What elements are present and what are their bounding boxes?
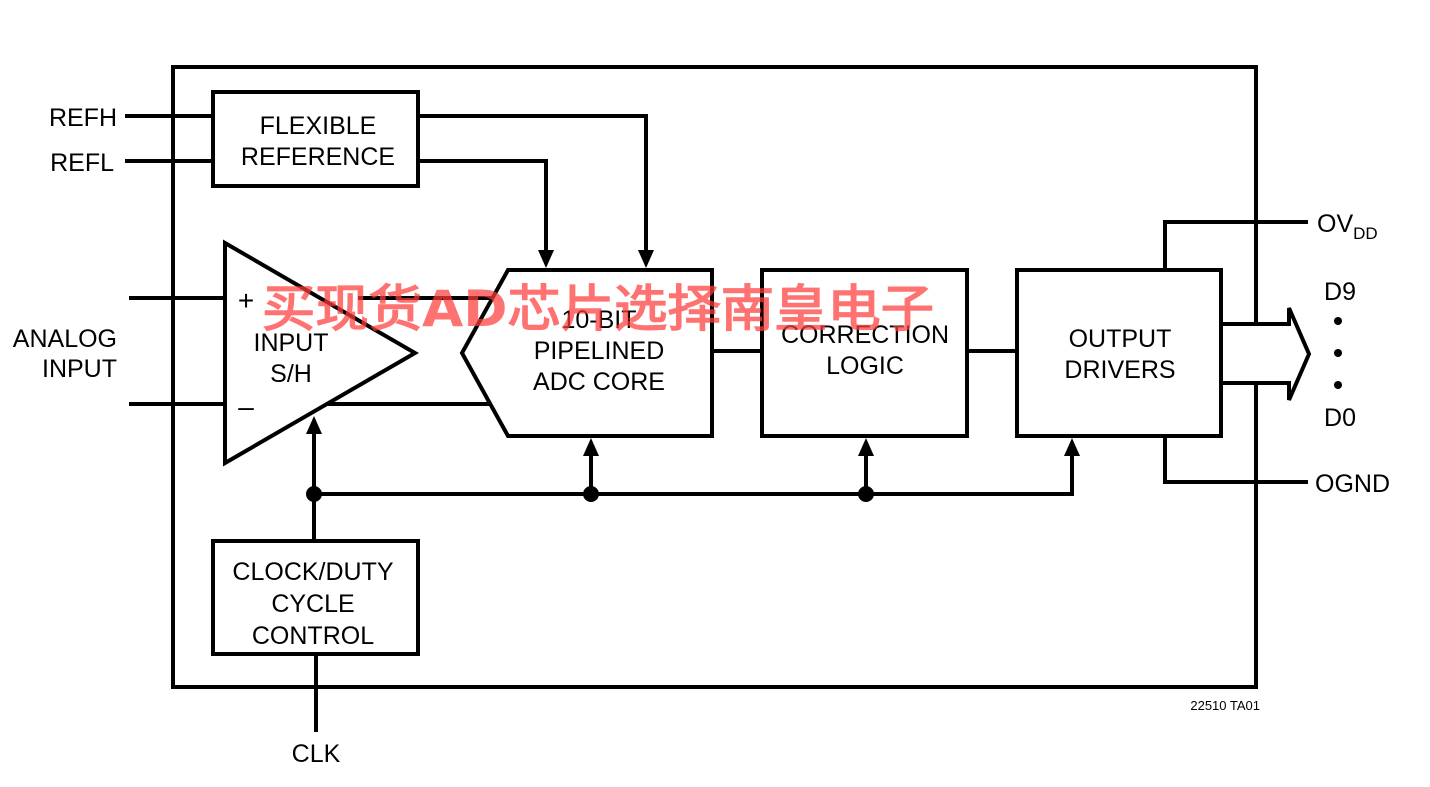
arrowhead [538,250,554,268]
junction-dot [858,486,874,502]
ovdd-main: OV [1317,210,1353,238]
clock-duty-label: CYCLE [271,590,354,618]
correction-logic-label: CORRECTION [781,321,949,349]
input-sh-amplifier [223,239,419,467]
adc-core-block [459,268,714,438]
input-sh-label: S/H [270,360,312,388]
ovdd-subscript: DD [1353,224,1378,243]
arrowhead [638,250,654,268]
ognd-line [1163,434,1308,484]
analog-input-label: INPUT [42,355,117,383]
flexible-reference-label: FLEXIBLE [260,112,377,140]
clk-label: CLK [292,740,341,768]
bus-dot [1334,349,1342,357]
adc-core-label: ADC CORE [533,368,665,396]
output-bus-arrow [1219,307,1312,401]
bus-dot [1334,317,1342,325]
junction-dot [306,486,322,502]
clock-bus [312,454,1074,543]
adc-core-label: PIPELINED [534,337,665,365]
figure-id: 22510 TA01 [1190,698,1260,713]
refl-to-adc-wire [416,159,548,252]
clock-duty-block [211,539,420,656]
output-drivers-block [1015,268,1223,438]
ovdd-line [1163,220,1308,272]
refl-label: REFL [50,149,114,177]
ognd-label: OGND [1315,470,1390,498]
output-drivers-label: OUTPUT [1069,325,1172,353]
input-sh-label: INPUT [254,329,329,357]
d9-label: D9 [1324,278,1356,306]
flexible-reference-label: REFERENCE [241,143,395,171]
correction-logic-label: LOGIC [826,352,904,380]
analog-input-label: ANALOG [13,325,117,353]
ovdd-label: OVDD [1317,210,1378,243]
correction-logic-block [760,268,969,438]
arrowhead [1064,438,1080,456]
output-drivers-label: DRIVERS [1064,356,1175,384]
clock-duty-label: CONTROL [252,622,374,650]
arrowhead [858,438,874,456]
bus-dot [1334,381,1342,389]
arrowhead [306,416,322,434]
amp-plus-sign: + [238,285,254,316]
arrowhead [583,438,599,456]
refh-to-adc-wire [416,114,648,252]
amp-minus-sign: – [238,391,254,422]
adc-core-label: 10-BIT [561,306,636,334]
watermark-text: 买现货AD芯片选择南皇电子 [262,280,934,338]
clock-duty-label: CLOCK/DUTY [232,558,393,586]
junction-dot [583,486,599,502]
refh-label: REFH [49,104,117,132]
d0-label: D0 [1324,404,1356,432]
flexible-reference-block [211,90,420,188]
